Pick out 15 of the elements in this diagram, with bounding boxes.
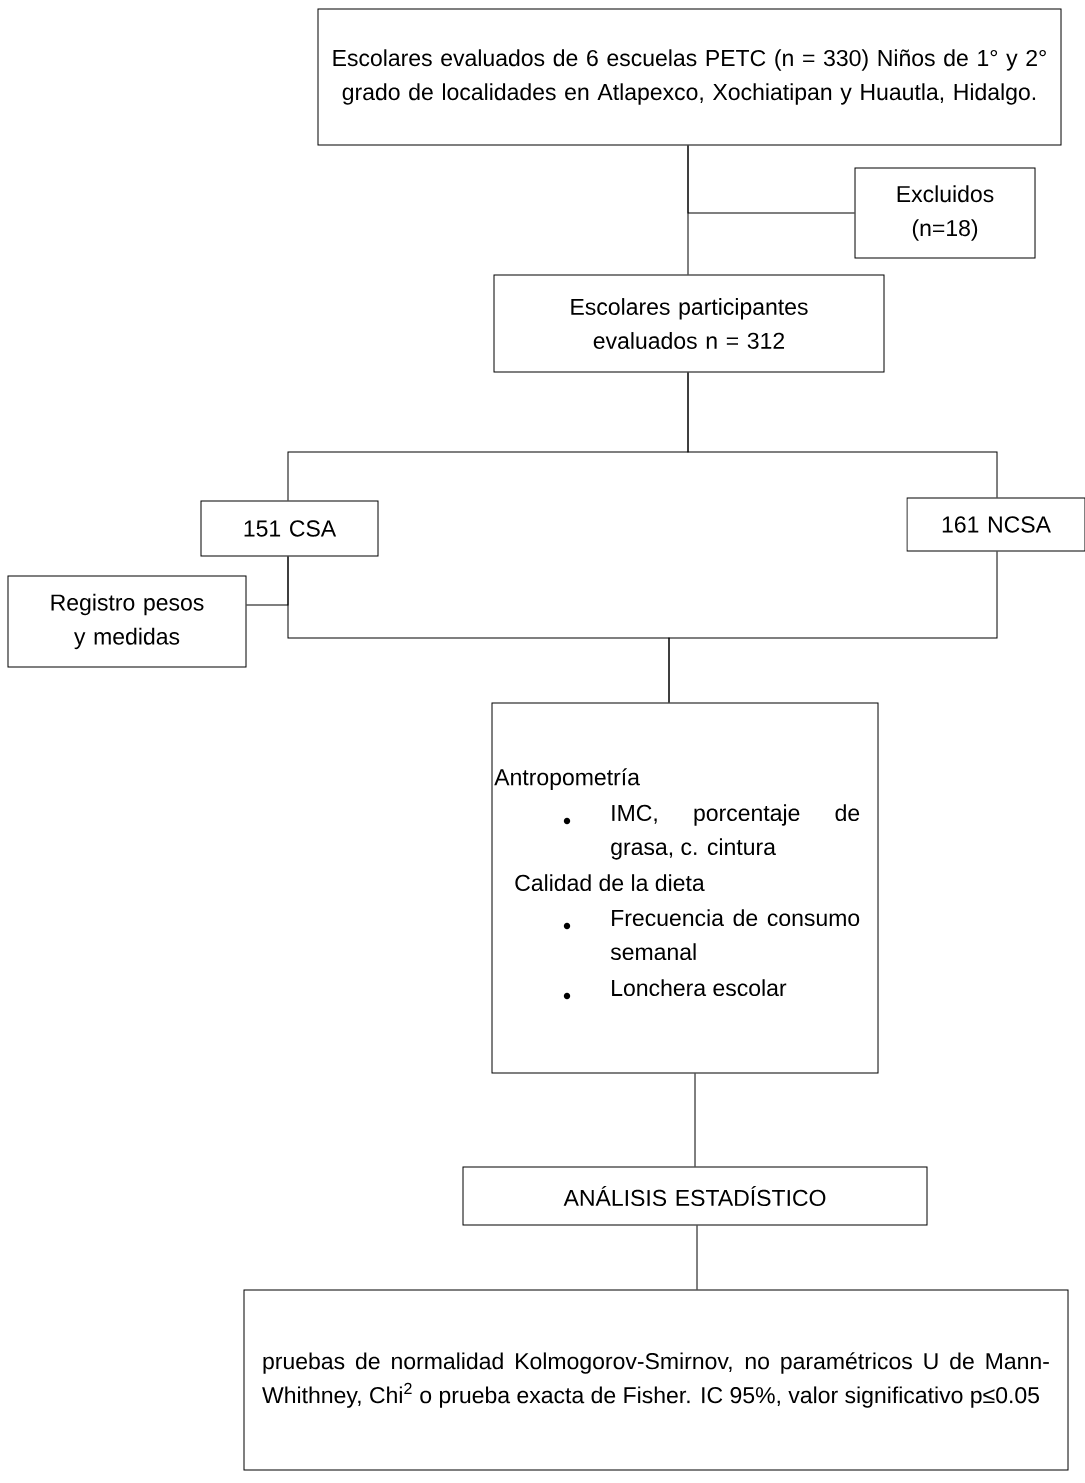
connector-line (687, 145, 855, 214)
connector-line (694, 1073, 696, 1167)
process-box: ANÁLISIS ESTADÍSTICO (462, 1166, 928, 1226)
process-box: Escolares participantes evaluados n = 312 (493, 274, 885, 373)
connector-line (668, 551, 998, 703)
exclusion-box: Excluidos (n=18) (854, 167, 1036, 259)
connector-line (687, 372, 998, 498)
connector-line (246, 556, 289, 606)
group-box: 151 CSA (200, 500, 379, 557)
content-box: Antropometría IMC, porcentaje de grasa, c. cintura Calidad de la dieta Frecuencia de consumo semanal Lonchera escolar (491, 702, 879, 1074)
group-box: 161 NCSA (906, 497, 1085, 552)
process-box: Registro pesos y medidas (7, 575, 247, 668)
connector-line (696, 1225, 698, 1290)
process-box: pruebas de normalidad Kolmogorov-Smirnov, no paramétricos U de Mann-Whithney, Chi$^{2}$ o prueba exacta de Fisher. IC 95%, valor significativo p≤0.05 (243, 1289, 1069, 1471)
process-box: Escolares evaluados de 6 escuelas PETC (n = 330) Niños de 1° y 2° grado de localidades en Atlapexco, Xochiatipan y Huautla, Hidalgo. (317, 8, 1062, 146)
